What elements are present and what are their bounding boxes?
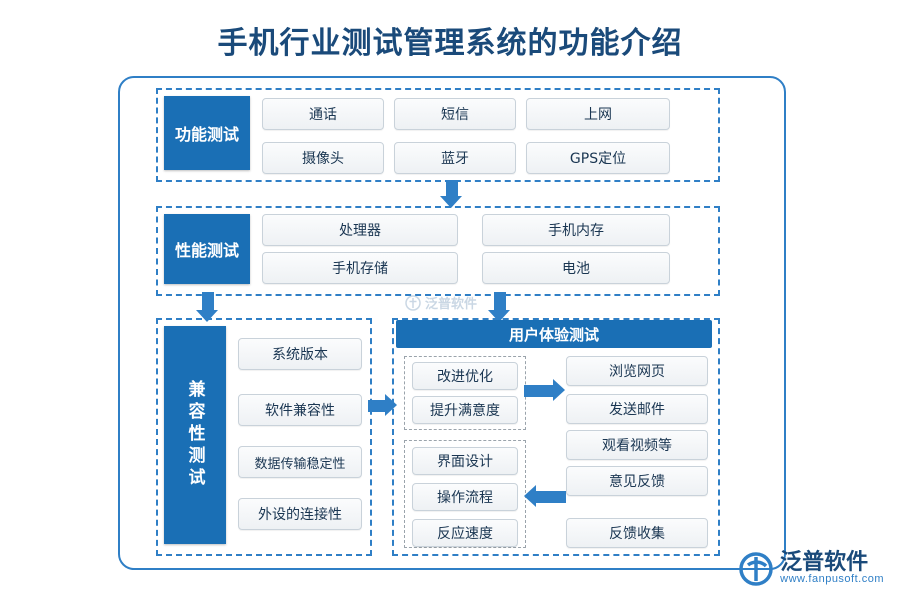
ux-right-item-3[interactable]: 意见反馈 bbox=[566, 466, 708, 496]
functional-item-5[interactable]: GPS定位 bbox=[526, 142, 670, 174]
functional-item-3[interactable]: 摄像头 bbox=[262, 142, 384, 174]
compatibility-test-group bbox=[156, 318, 372, 556]
arrow-compatibility-to-ux bbox=[368, 394, 397, 418]
brand-name-cn: 泛普软件 bbox=[780, 550, 869, 576]
performance-test-label: 性能测试 bbox=[164, 214, 250, 284]
brand-logo: 泛普软件 www.fanpusoft.com bbox=[739, 551, 884, 586]
arrow-ux-right-to-flow bbox=[524, 484, 566, 510]
user-experience-label: 用户体验测试 bbox=[396, 320, 712, 348]
functional-item-0[interactable]: 通话 bbox=[262, 98, 384, 130]
compatibility-test-label-text: 兼容性测试 bbox=[184, 380, 205, 490]
arrow-functional-to-performance bbox=[440, 180, 464, 208]
functional-item-4[interactable]: 蓝牙 bbox=[394, 142, 516, 174]
functional-test-label: 功能测试 bbox=[164, 96, 250, 170]
compatibility-item-2[interactable]: 数据传输稳定性 bbox=[238, 446, 362, 478]
ux-left-bottom-item-1[interactable]: 操作流程 bbox=[412, 483, 518, 511]
ux-right-item-2[interactable]: 观看视频等 bbox=[566, 430, 708, 460]
functional-item-1[interactable]: 短信 bbox=[394, 98, 516, 130]
compatibility-item-3[interactable]: 外设的连接性 bbox=[238, 498, 362, 530]
page-title: 手机行业测试管理系统的功能介绍 bbox=[217, 26, 683, 61]
brand-url: www.fanpusoft.com bbox=[780, 573, 884, 586]
compatibility-item-0[interactable]: 系统版本 bbox=[238, 338, 362, 370]
ux-left-top-item-0[interactable]: 改进优化 bbox=[412, 362, 518, 390]
performance-item-2[interactable]: 手机存储 bbox=[262, 252, 458, 284]
compatibility-test-label: 兼容性测试 bbox=[164, 326, 226, 544]
center-watermark: 泛普软件 bbox=[405, 293, 477, 312]
ux-left-bottom-item-0[interactable]: 界面设计 bbox=[412, 447, 518, 475]
ux-right-item-0[interactable]: 浏览网页 bbox=[566, 356, 708, 386]
performance-test-group bbox=[156, 206, 720, 296]
user-experience-group bbox=[392, 318, 720, 556]
ux-right-item-1[interactable]: 发送邮件 bbox=[566, 394, 708, 424]
functional-item-2[interactable]: 上网 bbox=[526, 98, 670, 130]
performance-item-3[interactable]: 电池 bbox=[482, 252, 670, 284]
ux-right-item-4[interactable]: 反馈收集 bbox=[566, 518, 708, 548]
ux-left-top-item-1[interactable]: 提升满意度 bbox=[412, 396, 518, 424]
brand-logo-icon bbox=[739, 551, 773, 586]
center-watermark-text: 泛普软件 bbox=[425, 296, 478, 311]
functional-test-group bbox=[156, 88, 720, 182]
fanpu-logo-icon bbox=[405, 294, 421, 311]
performance-item-0[interactable]: 处理器 bbox=[262, 214, 458, 246]
arrow-ux-improve-to-right bbox=[524, 378, 566, 404]
compatibility-item-1[interactable]: 软件兼容性 bbox=[238, 394, 362, 426]
ux-left-bottom-item-2[interactable]: 反应速度 bbox=[412, 519, 518, 547]
performance-item-1[interactable]: 手机内存 bbox=[482, 214, 670, 246]
